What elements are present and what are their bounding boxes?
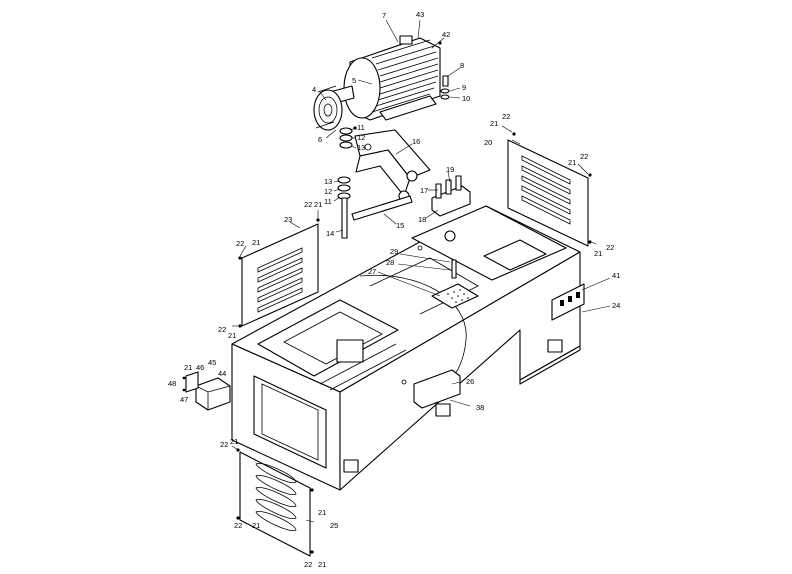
callout-21-panel25-left: 21 bbox=[252, 521, 260, 530]
callout-22-panel25-left: 22 bbox=[234, 521, 242, 530]
callout-42: 42 bbox=[442, 30, 450, 39]
callout-labels: 7 43 42 5 4 6 8 9 10 11 12 13 16 13 12 1… bbox=[168, 10, 620, 569]
callout-22-panel23-left: 22 bbox=[236, 239, 244, 248]
callout-4: 4 bbox=[312, 85, 316, 94]
callout-45: 45 bbox=[208, 358, 216, 367]
callout-43: 43 bbox=[416, 10, 424, 19]
small-switch-box bbox=[182, 371, 231, 411]
callout-22-panel25-bottom: 22 bbox=[304, 560, 312, 569]
callout-21-panel20-right: 21 bbox=[568, 158, 576, 167]
callout-11-bottom: 11 bbox=[324, 197, 332, 206]
callout-29: 29 bbox=[390, 247, 398, 256]
callout-27: 27 bbox=[368, 267, 376, 276]
callout-24: 24 bbox=[612, 301, 620, 310]
callout-48: 48 bbox=[168, 379, 176, 388]
callout-22-panel23: 22 bbox=[304, 200, 312, 209]
callout-20: 20 bbox=[484, 138, 492, 147]
callout-9: 9 bbox=[462, 83, 466, 92]
callout-16: 16 bbox=[412, 137, 420, 146]
callout-44: 44 bbox=[218, 369, 226, 378]
callout-46: 46 bbox=[196, 363, 204, 372]
callout-25: 25 bbox=[330, 521, 338, 530]
callout-14: 14 bbox=[326, 229, 334, 238]
callout-21-panel25-bottom: 21 bbox=[318, 560, 326, 569]
callout-38: 38 bbox=[476, 403, 484, 412]
callout-28: 28 bbox=[386, 258, 394, 267]
callout-21-panel20: 21 bbox=[490, 119, 498, 128]
callout-13-top: 13 bbox=[357, 143, 365, 152]
machine-base-cabinet bbox=[231, 205, 585, 491]
callout-21-panel23: 21 bbox=[314, 200, 322, 209]
callout-12-top: 12 bbox=[357, 133, 365, 142]
callout-13-bottom: 13 bbox=[324, 177, 332, 186]
callout-12-bottom: 12 bbox=[324, 187, 332, 196]
callout-21-panel25: 21 bbox=[230, 437, 238, 446]
callout-22-panel23-bottom: 22 bbox=[218, 325, 226, 334]
motor-mounting-plate bbox=[337, 127, 431, 239]
callout-21-panel25-right: 21 bbox=[318, 508, 326, 517]
callout-15: 15 bbox=[396, 221, 404, 230]
callout-21-panel23-bottom: 21 bbox=[228, 331, 236, 340]
callout-19: 19 bbox=[446, 165, 454, 174]
callout-17: 17 bbox=[420, 186, 428, 195]
callout-22-panel20-bottom: 22 bbox=[606, 243, 614, 252]
callout-7: 7 bbox=[382, 11, 386, 20]
callout-11-top: 11 bbox=[357, 123, 365, 132]
louvre-panel-left bbox=[238, 218, 320, 328]
callout-26: 26 bbox=[466, 377, 474, 386]
leader-lines bbox=[231, 19, 611, 523]
callout-8: 8 bbox=[460, 61, 464, 70]
louvre-panel-rear bbox=[507, 132, 592, 247]
callout-21-box: 21 bbox=[184, 363, 192, 372]
tension-bracket bbox=[431, 175, 471, 217]
callout-22-panel20-right: 22 bbox=[580, 152, 588, 161]
louvre-panel-front bbox=[236, 448, 314, 557]
callout-21-panel23-left: 21 bbox=[252, 238, 260, 247]
callout-47: 47 bbox=[180, 395, 188, 404]
motor-terminal-box bbox=[399, 35, 413, 45]
callout-22-panel25: 22 bbox=[220, 440, 228, 449]
motor-assembly bbox=[313, 35, 450, 131]
callout-10: 10 bbox=[462, 94, 470, 103]
callout-41: 41 bbox=[612, 271, 620, 280]
callout-6: 6 bbox=[318, 135, 322, 144]
callout-5: 5 bbox=[352, 76, 356, 85]
callout-21-panel20-bottom: 21 bbox=[594, 249, 602, 258]
callout-22-panel20: 22 bbox=[502, 112, 510, 121]
callout-18: 18 bbox=[418, 215, 426, 224]
callout-23: 23 bbox=[284, 215, 292, 224]
